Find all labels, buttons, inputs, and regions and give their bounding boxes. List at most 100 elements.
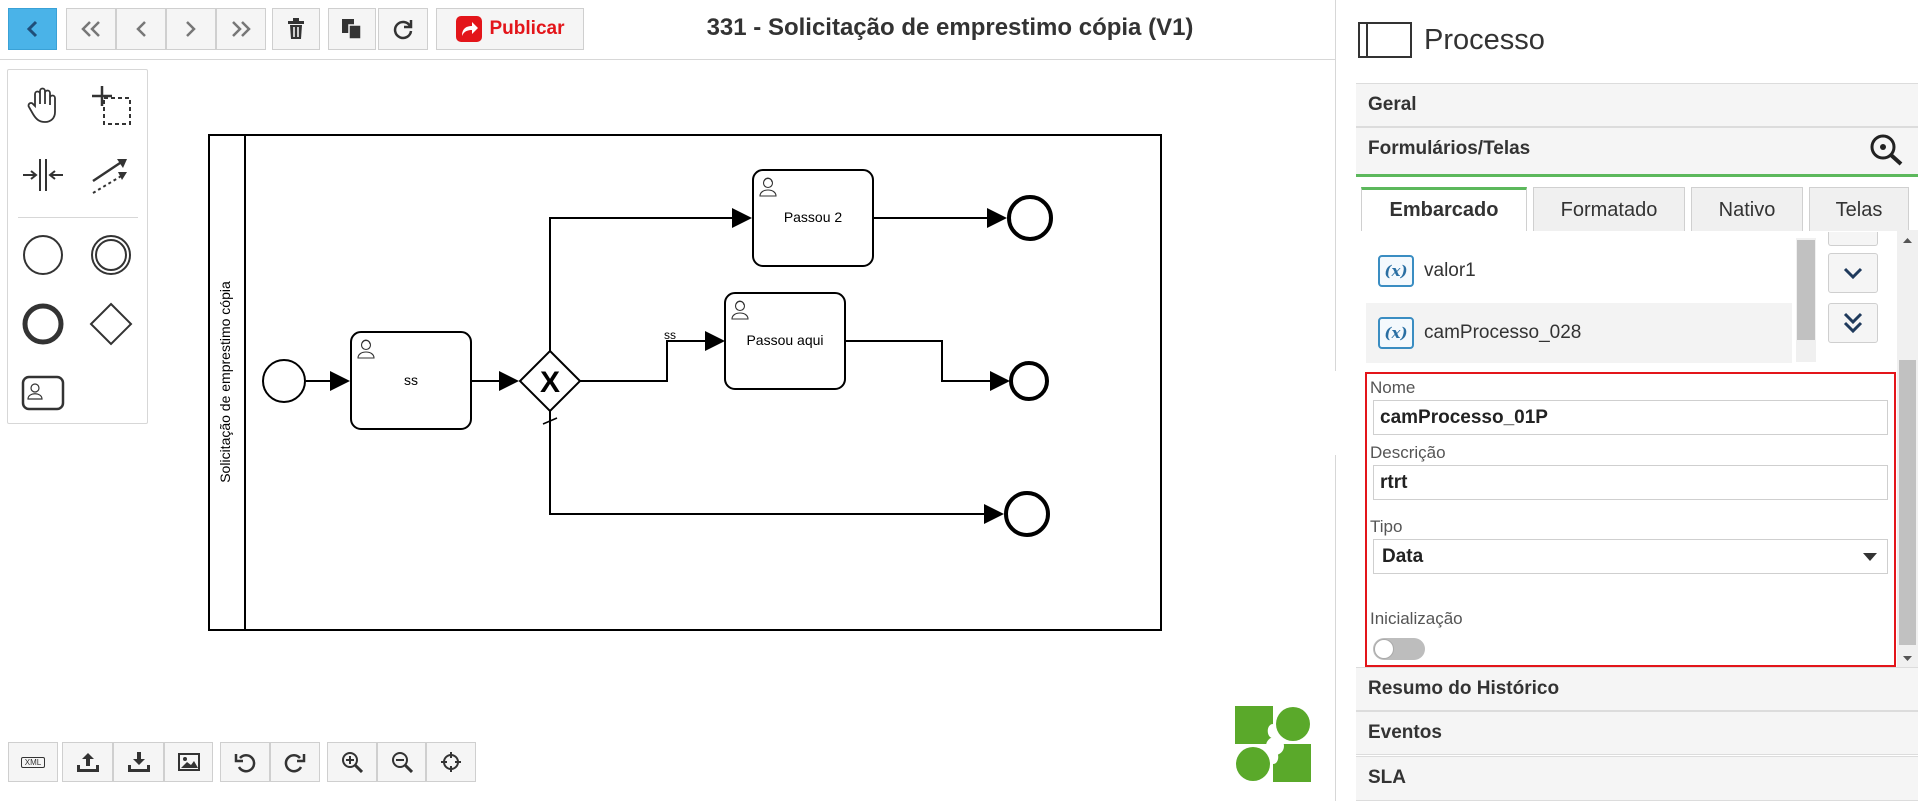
refresh-icon (393, 20, 413, 40)
undo-button[interactable] (220, 742, 270, 782)
pool-icon (1358, 22, 1412, 58)
user-task[interactable]: ss (350, 331, 472, 430)
sequence-flow[interactable] (549, 411, 1004, 524)
end-event[interactable] (1009, 361, 1049, 401)
list-scrollbar-thumb[interactable] (1797, 240, 1815, 340)
previous-button[interactable] (116, 8, 166, 50)
variable-detail-form: Nome camProcesso_01P Descrição rtrt Tipo… (1365, 372, 1896, 667)
scroll-down-icon (1903, 656, 1912, 661)
search-icon[interactable] (1868, 133, 1906, 167)
exclusive-gateway[interactable]: X (518, 349, 582, 413)
process-editor: Publicar 331 - Solicitação de emprestimo… (0, 0, 1335, 784)
next-button[interactable] (166, 8, 216, 50)
move-bottom-button[interactable] (1828, 303, 1878, 343)
tab-embarcado[interactable]: Embarcado (1361, 187, 1527, 231)
top-toolbar: Publicar 331 - Solicitação de emprestimo… (0, 0, 1335, 60)
double-chevron-down-icon (1843, 312, 1863, 334)
sequence-flow[interactable] (549, 208, 752, 351)
pool-label: Solicitação de emprestimo cópia (217, 281, 233, 483)
back-button[interactable] (8, 8, 57, 50)
end-event[interactable] (1004, 491, 1050, 537)
tipo-select[interactable]: Data (1373, 539, 1888, 574)
image-icon (177, 753, 200, 771)
redo-button[interactable] (270, 742, 320, 782)
nome-label: Nome (1370, 378, 1416, 397)
download-button[interactable] (113, 742, 164, 782)
first-button[interactable] (66, 8, 116, 50)
brand-logo (1233, 704, 1313, 784)
section-eventos[interactable]: Eventos (1356, 711, 1918, 755)
publish-button[interactable]: Publicar (436, 8, 584, 50)
chevron-down-icon (1843, 267, 1863, 280)
inicializacao-toggle[interactable] (1373, 638, 1425, 660)
tab-telas[interactable]: Telas (1809, 187, 1909, 231)
zoom-in-button[interactable] (327, 742, 377, 782)
space-tool-icon[interactable] (18, 150, 68, 200)
panel-header: Processo (1358, 18, 1545, 62)
task-label: Passou aqui (746, 332, 823, 348)
sequence-flow[interactable] (580, 331, 725, 382)
download-icon (127, 752, 150, 772)
variable-icon: (x) (1378, 255, 1414, 287)
descricao-field[interactable]: rtrt (1373, 465, 1888, 500)
task-label: Passou 2 (784, 209, 843, 225)
tipo-value: Data (1382, 546, 1424, 567)
connect-tool-icon[interactable] (86, 150, 136, 200)
user-task[interactable]: Passou 2 (752, 169, 874, 267)
palette-divider (18, 217, 138, 218)
undo-icon (234, 753, 256, 773)
end-event-icon[interactable] (18, 299, 68, 349)
lasso-tool-icon[interactable] (86, 80, 136, 130)
move-down-button[interactable] (1828, 253, 1878, 293)
start-event-icon[interactable] (18, 230, 68, 280)
export-xml-button[interactable]: XML (8, 742, 58, 782)
inicializacao-label: Inicialização (1370, 609, 1463, 628)
scroll-up-icon (1903, 238, 1912, 243)
nome-field[interactable]: camProcesso_01P (1373, 400, 1888, 435)
diagram-canvas[interactable]: Solicitação de emprestimo cópia ss ss Pa… (0, 62, 1335, 752)
start-event[interactable] (262, 359, 306, 403)
variable-name: valor1 (1424, 260, 1476, 281)
refresh-button[interactable] (378, 8, 428, 50)
export-image-button[interactable] (164, 742, 213, 782)
tab-formatado[interactable]: Formatado (1533, 187, 1685, 231)
hand-tool-icon[interactable] (18, 80, 68, 130)
section-geral[interactable]: Geral (1356, 83, 1918, 127)
tool-palette (7, 69, 148, 424)
sequence-flow[interactable] (845, 340, 1010, 391)
tab-nativo[interactable]: Nativo (1691, 187, 1803, 231)
panel-scrollbar-thumb[interactable] (1899, 360, 1916, 645)
double-chevron-right-icon (232, 21, 251, 37)
section-forms[interactable]: Formulários/Telas (1356, 127, 1918, 177)
section-forms-label: Formulários/Telas (1368, 138, 1531, 159)
user-task[interactable]: Passou aqui (724, 292, 846, 390)
chevron-left-icon (136, 21, 146, 37)
last-button[interactable] (216, 8, 266, 50)
caret-down-icon (1863, 553, 1877, 561)
copy-button[interactable] (328, 8, 376, 50)
gateway-icon[interactable] (86, 299, 136, 349)
descricao-label: Descrição (1370, 443, 1446, 462)
move-top-button[interactable] (1828, 232, 1878, 246)
intermediate-event-icon[interactable] (86, 230, 136, 280)
copy-icon (342, 19, 362, 40)
variable-name: camProcesso_028 (1424, 322, 1582, 343)
double-chevron-left-icon (81, 21, 100, 37)
upload-button[interactable] (62, 742, 113, 782)
zoom-out-button[interactable] (377, 742, 426, 782)
task-label: ss (404, 372, 418, 388)
share-icon (455, 16, 482, 42)
center-button[interactable] (426, 742, 476, 782)
flow-label: ss (664, 328, 676, 342)
list-item[interactable]: (x) valor1 (1366, 241, 1792, 301)
list-item[interactable]: (x) camProcesso_028 (1366, 303, 1792, 363)
gateway-x-marker: X (540, 366, 560, 399)
variable-icon: (x) (1378, 317, 1414, 349)
toggle-knob (1374, 639, 1394, 659)
section-sla[interactable]: SLA (1356, 756, 1918, 801)
end-event[interactable] (1007, 195, 1053, 241)
delete-button[interactable] (272, 8, 320, 50)
user-task-icon[interactable] (18, 368, 68, 418)
section-historico[interactable]: Resumo do Histórico (1356, 667, 1918, 711)
zoom-in-icon (342, 752, 363, 773)
